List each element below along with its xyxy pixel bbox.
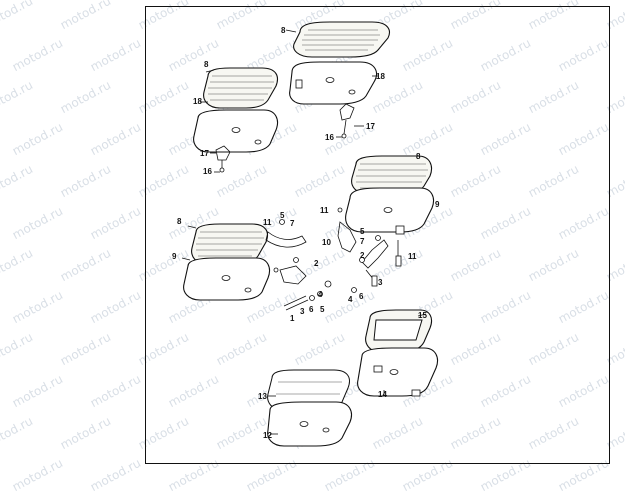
- mount-arm: [265, 231, 307, 248]
- callout-5: 5: [280, 211, 285, 220]
- base-hole: [244, 287, 252, 293]
- bracket-hole: [254, 139, 262, 145]
- callout-16: 16: [203, 167, 212, 176]
- nut: [279, 219, 285, 225]
- base-hole: [299, 421, 309, 427]
- callout-13: 13: [258, 392, 267, 401]
- floorboard-base: [267, 401, 353, 447]
- callout-8: 8: [281, 26, 286, 35]
- base-hole: [383, 207, 393, 213]
- base-hole: [389, 369, 399, 375]
- screw: [219, 167, 225, 173]
- base-hole: [322, 427, 330, 433]
- footboard-pad-top-right: [293, 21, 390, 58]
- callout-12: 12: [263, 431, 272, 440]
- mount-clip: [215, 145, 231, 161]
- bolt: [395, 255, 402, 267]
- footboard-assembly-top-left: [193, 67, 279, 173]
- callout-11: 11: [408, 252, 417, 261]
- callout-17: 17: [200, 149, 209, 158]
- mount-arm: [279, 265, 307, 285]
- callout-17: 17: [366, 122, 375, 131]
- callout-15: 15: [418, 311, 427, 320]
- passenger-board-assembly: [357, 309, 439, 397]
- callout-6: 6: [309, 305, 314, 314]
- footboard-assembly-middle-left: [181, 219, 332, 311]
- nut: [317, 291, 323, 297]
- callout-8: 8: [177, 217, 182, 226]
- bolt: [371, 275, 378, 287]
- callout-6: 6: [359, 292, 364, 301]
- callout-9: 9: [435, 200, 440, 209]
- nut: [359, 257, 365, 263]
- screw: [337, 207, 343, 213]
- callout-18: 18: [376, 72, 385, 81]
- callout-18: 18: [193, 97, 202, 106]
- bracket-hole: [348, 89, 356, 95]
- callout-4: 4: [348, 295, 353, 304]
- callout-11: 11: [263, 218, 272, 227]
- screw: [273, 267, 279, 273]
- pad-ribs-top-right: [302, 29, 380, 51]
- bracket-mount: [295, 79, 303, 89]
- washer: [324, 280, 332, 288]
- nut: [375, 235, 381, 241]
- callout-14: 14: [378, 390, 387, 399]
- callout-8: 8: [416, 152, 421, 161]
- base-mount: [395, 225, 405, 235]
- footboard-bracket-top-right: [289, 61, 378, 105]
- long-bolt: [285, 299, 309, 311]
- callout-2: 2: [360, 251, 365, 260]
- callout-5: 5: [360, 227, 365, 236]
- bracket-hole: [231, 127, 241, 133]
- callout-3: 3: [300, 307, 305, 316]
- callout-10: 10: [322, 238, 331, 247]
- washer: [309, 295, 315, 301]
- base-mount: [411, 389, 421, 397]
- exploded-view: 8 18 17 16 8 18 17 1: [172, 21, 440, 447]
- nut: [293, 257, 299, 263]
- callout-7: 7: [360, 237, 365, 246]
- mount-arm: [361, 239, 389, 269]
- pad-ribs-top-left: [208, 75, 274, 101]
- long-bolt: [283, 295, 307, 307]
- mount-clip: [339, 103, 355, 121]
- bracket-hole: [325, 77, 335, 83]
- callout-2: 2: [314, 259, 319, 268]
- callout-9: 9: [172, 252, 177, 261]
- pad-ribs-middle-left: [196, 231, 264, 257]
- callout-3: 3: [378, 278, 383, 287]
- footboard-assembly-top-right: [285, 21, 390, 139]
- callout-1: 1: [290, 314, 295, 323]
- base-mount: [373, 365, 383, 373]
- callout-4: 4: [318, 290, 323, 299]
- callout-16: 16: [325, 133, 334, 142]
- callout-5: 5: [320, 305, 325, 314]
- base-hole: [221, 275, 231, 281]
- callout-8: 8: [204, 60, 209, 69]
- floorboard-assembly-bottom: [267, 369, 353, 447]
- mount-arm: [337, 221, 357, 253]
- callout-7: 7: [290, 219, 295, 228]
- screw: [341, 133, 347, 139]
- washer: [351, 287, 357, 293]
- callout-11: 11: [320, 206, 329, 215]
- diagram-frame: [145, 6, 610, 464]
- footboard-assembly-middle-right: [337, 155, 435, 293]
- pad-tread: [373, 319, 423, 341]
